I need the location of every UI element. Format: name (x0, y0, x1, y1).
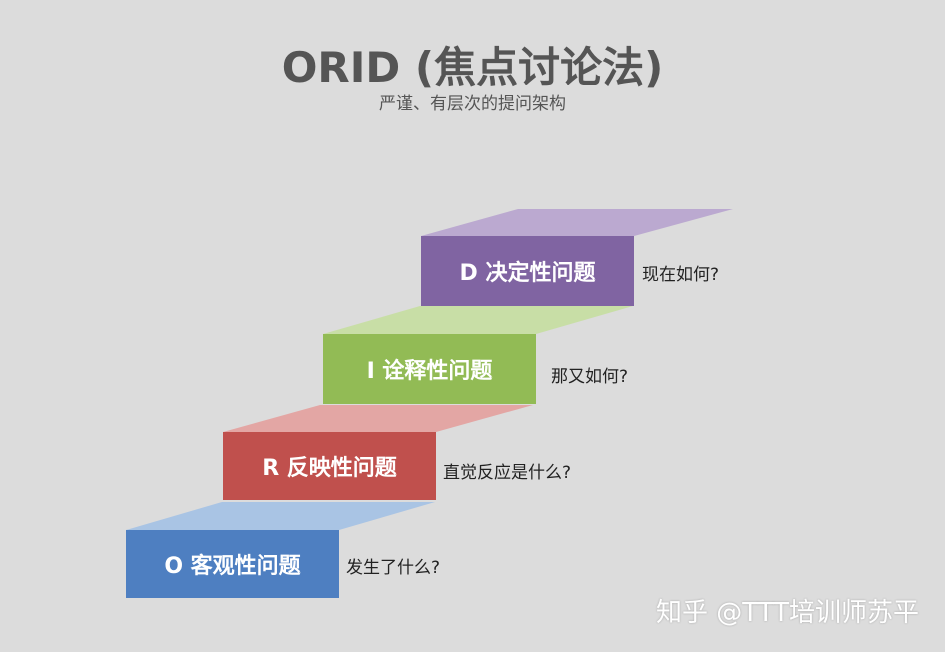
step-d-label: D 决定性问题 (459, 261, 596, 286)
step-o-front-face (126, 530, 339, 598)
step-i-question: 那又如何? (551, 367, 629, 387)
step-r-question: 直觉反应是什么? (443, 463, 572, 483)
page-title: ORID (焦点讨论法) (281, 43, 664, 92)
page-subtitle: 严谨、有层次的提问架构 (379, 94, 566, 114)
step-r-label: R 反映性问题 (262, 456, 397, 481)
step-o-top-face (126, 502, 435, 530)
watermark: 知乎 @TTT培训师苏平 (656, 598, 919, 628)
step-d-front-face (421, 236, 634, 306)
step-o-question: 发生了什么? (346, 558, 441, 578)
step-r-front-face (223, 432, 436, 500)
step-i-front-face (323, 334, 536, 404)
step-d-top-face (421, 209, 733, 236)
step-i-top-face (323, 306, 633, 334)
step-i-label: I 诠释性问题 (366, 359, 493, 384)
step-d-question: 现在如何? (642, 265, 720, 285)
step-r-top-face (223, 405, 533, 432)
step-o-label: O 客观性问题 (164, 554, 301, 579)
